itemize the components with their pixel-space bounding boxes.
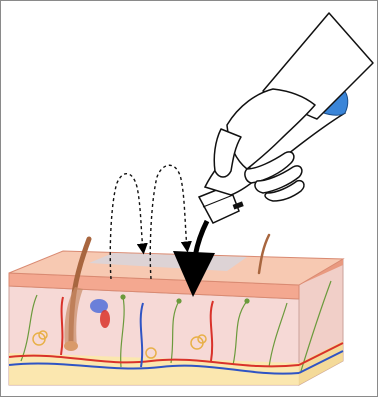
- skin-treatment-diagram: [1, 1, 377, 396]
- illustration-frame: [0, 0, 378, 397]
